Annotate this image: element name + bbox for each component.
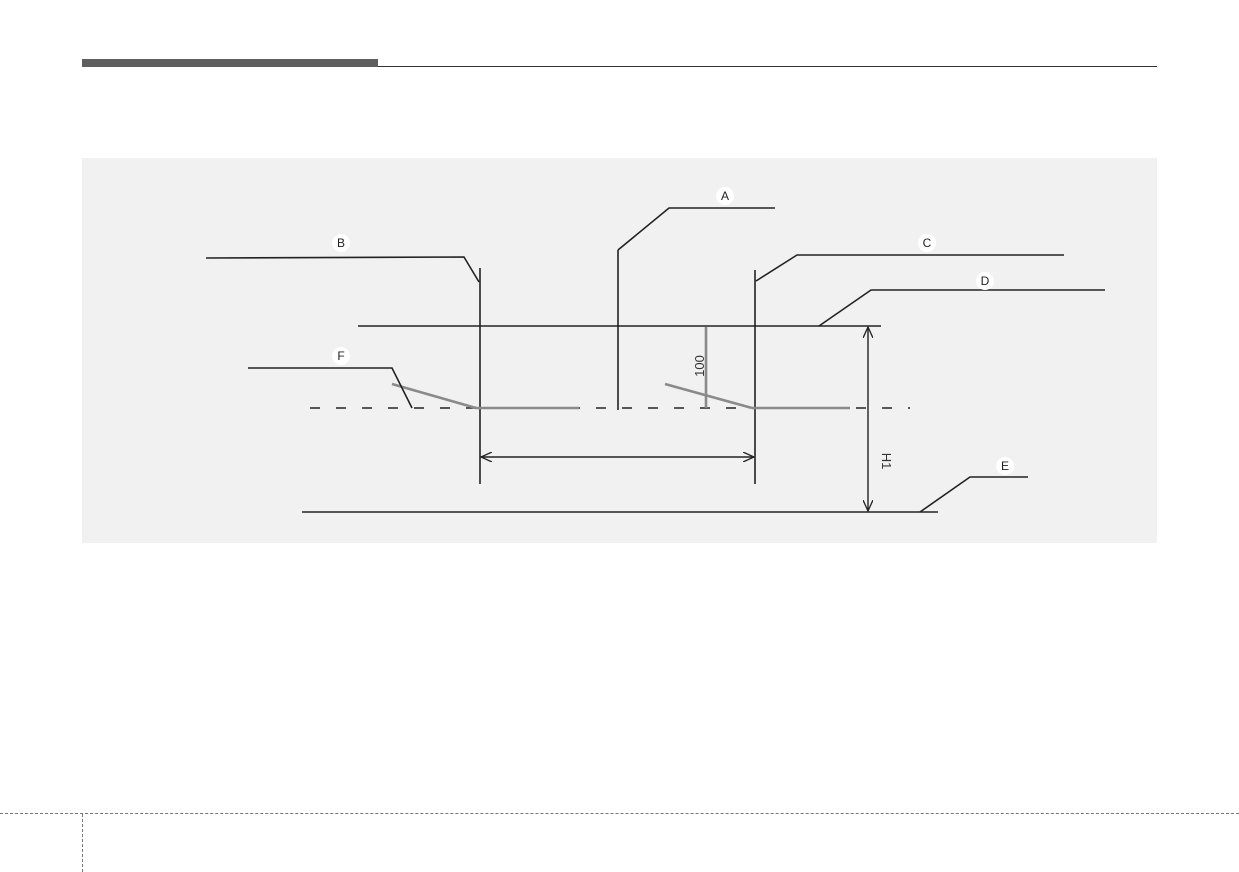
- label-b: B: [337, 236, 345, 250]
- header-rule: [378, 66, 1157, 67]
- label-c: C: [923, 236, 932, 250]
- dimension-100-label: 100: [692, 355, 707, 377]
- label-c-badge: C: [918, 234, 936, 252]
- label-b-badge: B: [332, 234, 350, 252]
- header-accent-bar: [82, 59, 378, 67]
- leader-line-e: [919, 476, 1028, 513]
- label-f-badge: F: [332, 347, 350, 365]
- right-cutoff-slope: [664, 382, 753, 410]
- headlamp-aiming-diagram: A B C D E F 100 H1: [205, 187, 1105, 513]
- diagram-panel: A B C D E F 100 H1: [82, 158, 1157, 543]
- leader-line-d: [818, 289, 1105, 327]
- label-e-badge: E: [996, 457, 1014, 475]
- footer-dashed-vertical: [82, 814, 83, 872]
- leader-line-a: [617, 207, 775, 251]
- leader-line-b: [205, 256, 480, 283]
- leader-line-c: [755, 254, 1064, 282]
- label-d: D: [981, 274, 990, 288]
- left-cutoff-slope: [391, 382, 477, 410]
- label-d-badge: D: [976, 272, 994, 290]
- dimension-h1-label: H1: [879, 453, 894, 470]
- leader-line-f: [248, 367, 413, 409]
- label-f: F: [337, 349, 344, 363]
- footer-dashed-rule: [0, 813, 1239, 814]
- label-e: E: [1001, 459, 1009, 473]
- label-a: A: [721, 189, 729, 203]
- label-a-badge: A: [716, 187, 734, 205]
